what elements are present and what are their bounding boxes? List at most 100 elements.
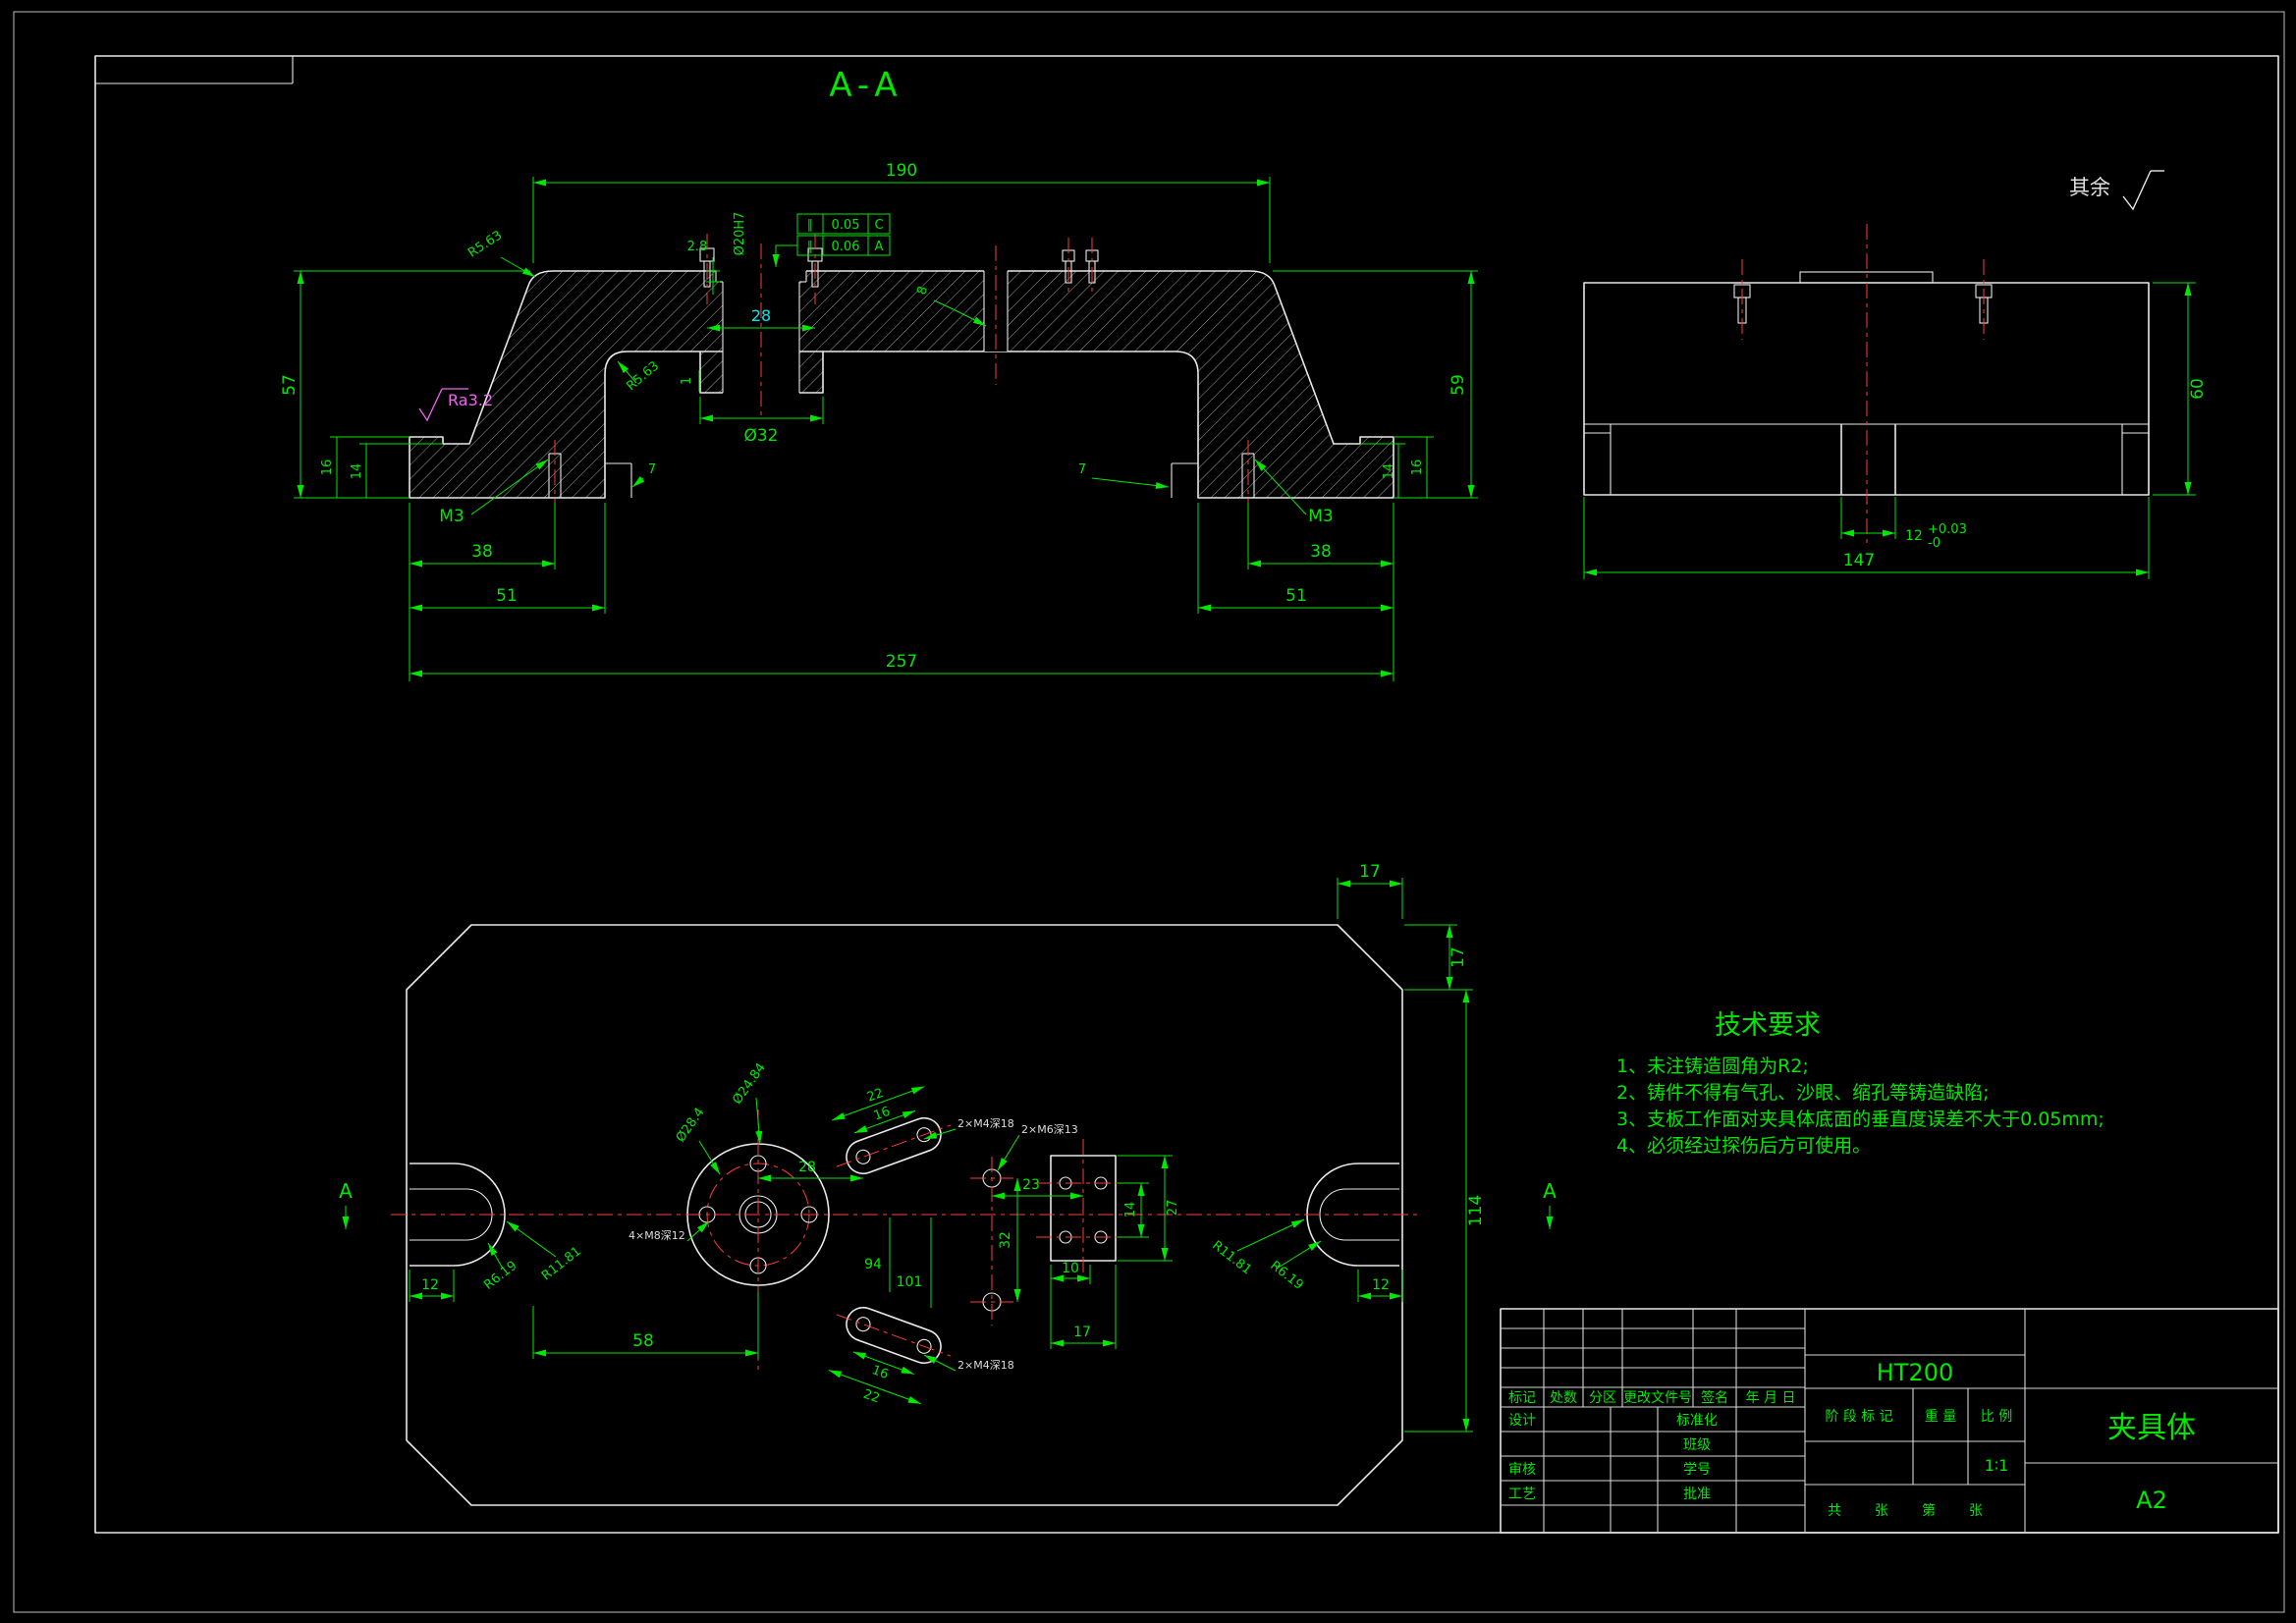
tb-part-name: 夹具体 bbox=[2107, 1411, 2196, 1445]
title-block: 标记 处数 分区 更改文件号 签名 年 月 日 设计 标准化 班级 审核 学号 … bbox=[1500, 1308, 2279, 1534]
tb-check-label: 审核 bbox=[1508, 1462, 1536, 1478]
roughness-ra32: Ra3.2 bbox=[418, 388, 493, 422]
dim-16-slot-bottom: 16 bbox=[870, 1363, 891, 1382]
top-centerlines bbox=[391, 1109, 1422, 1370]
tb-craft-label: 工艺 bbox=[1508, 1487, 1536, 1502]
dim-57: 57 bbox=[280, 374, 300, 396]
section-centerlines bbox=[554, 234, 1249, 533]
tech-req-item-1: 1、未注铸造圆角为R2; bbox=[1616, 1055, 1809, 1077]
section-marker-left: A bbox=[339, 1179, 353, 1203]
dim-14-left: 14 bbox=[350, 463, 364, 480]
tb-rev-file: 更改文件号 bbox=[1623, 1390, 1692, 1406]
dim-58: 58 bbox=[632, 1331, 654, 1351]
tb-scale-label: 比 例 bbox=[1981, 1409, 2012, 1425]
dim-12-left: 12 bbox=[421, 1277, 439, 1293]
dim-2-8: 2.8 bbox=[687, 240, 708, 254]
tb-rev-sign: 签名 bbox=[1701, 1389, 1728, 1406]
dim-60: 60 bbox=[2188, 378, 2208, 400]
tol2-value: 0.06 bbox=[832, 240, 860, 254]
dim-r619-left: R6.19 bbox=[481, 1259, 519, 1293]
dim-14-right: 14 bbox=[1382, 463, 1396, 480]
dim-94: 94 bbox=[864, 1257, 882, 1272]
dim-7-right: 7 bbox=[1078, 462, 1086, 477]
tb-weight-label: 重 量 bbox=[1925, 1409, 1956, 1425]
dim-16-right: 16 bbox=[1410, 460, 1425, 476]
tb-design-label: 设计 bbox=[1508, 1413, 1536, 1429]
dim-27-plate: 27 bbox=[1166, 1200, 1180, 1217]
dim-17-top: 17 bbox=[1359, 862, 1381, 882]
section-view: A-A bbox=[280, 66, 1478, 681]
dim-22-slot-top: 22 bbox=[865, 1086, 886, 1106]
tech-req-item-3: 3、支板工作面对夹具体底面的垂直度误差不大于0.05mm; bbox=[1616, 1109, 2105, 1130]
rest-roughness-note: 其余 bbox=[2069, 170, 2164, 211]
section-marker-right: A bbox=[1543, 1179, 1557, 1203]
dim-12-lower-tol: -0 bbox=[1928, 536, 1941, 551]
section-title: A-A bbox=[829, 66, 902, 105]
dim-38-right: 38 bbox=[1310, 542, 1332, 562]
dim-r1181-right: R11.81 bbox=[1209, 1238, 1254, 1277]
roughness-basic-icon bbox=[2122, 170, 2152, 211]
side-view: 60 12 +0.03 -0 147 bbox=[1583, 224, 2208, 579]
dim-m3-right: M3 bbox=[1308, 507, 1333, 526]
label-2xm4-bottom: 2×M4深18 bbox=[957, 1359, 1014, 1372]
dim-22-slot-bottom: 22 bbox=[861, 1387, 882, 1407]
dim-16-left: 16 bbox=[320, 460, 335, 476]
dim-7-left: 7 bbox=[648, 462, 656, 477]
dim-dia20h7: Ø20H7 bbox=[733, 212, 747, 256]
tb-rev-mark: 标记 bbox=[1508, 1390, 1536, 1406]
dim-114: 114 bbox=[1466, 1195, 1486, 1226]
section-body bbox=[410, 271, 1394, 498]
dim-m3-left: M3 bbox=[439, 507, 464, 526]
top-dim-lines bbox=[342, 878, 1554, 1433]
dim-17-right: 17 bbox=[1449, 947, 1468, 968]
tech-req-item-2: 2、铸件不得有气孔、沙眼、缩孔等铸造缺陷; bbox=[1616, 1082, 1990, 1104]
dim-12: 12 bbox=[1905, 528, 1923, 544]
tb-sheet2-label: 张 bbox=[1969, 1503, 1983, 1519]
tb-stage-label: 阶 段 标 记 bbox=[1825, 1409, 1892, 1425]
dim-10: 10 bbox=[1062, 1261, 1079, 1276]
tb-rev-date: 年 月 日 bbox=[1746, 1390, 1796, 1406]
tb-sheets-label: 张 bbox=[1875, 1503, 1888, 1519]
center-bore bbox=[715, 271, 807, 393]
tb-rev-count: 处数 bbox=[1550, 1390, 1577, 1406]
tol2-datum: A bbox=[875, 240, 884, 254]
tol2-symbol: ∥ bbox=[807, 240, 814, 254]
tb-standard-label: 标准化 bbox=[1676, 1413, 1718, 1429]
tb-scale-value: 1∶1 bbox=[1985, 1456, 2009, 1475]
roughness-icon bbox=[418, 388, 443, 422]
tb-approve-label: 批准 bbox=[1683, 1487, 1711, 1502]
tech-req-title: 技术要求 bbox=[1715, 1010, 1821, 1041]
rest-note-label: 其余 bbox=[2069, 176, 2110, 199]
dim-38-left: 38 bbox=[471, 542, 493, 562]
label-4xm8: 4×M8深12 bbox=[629, 1229, 685, 1242]
tol1-datum: C bbox=[874, 218, 883, 233]
dim-17-bottom: 17 bbox=[1073, 1325, 1091, 1340]
technical-requirements: 技术要求 1、未注铸造圆角为R2; 2、铸件不得有气孔、沙眼、缩孔等铸造缺陷; … bbox=[1616, 1010, 2105, 1157]
tb-sheet-size: A2 bbox=[2136, 1487, 2167, 1514]
dim-r563-inner: R5.63 bbox=[624, 358, 662, 394]
dim-257: 257 bbox=[886, 652, 917, 672]
top-view: 16 22 16 22 bbox=[339, 862, 1557, 1506]
dim-190: 190 bbox=[886, 161, 917, 181]
dim-r563-outer: R5.63 bbox=[465, 228, 505, 260]
dim-101: 101 bbox=[897, 1274, 923, 1290]
dim-dia2484: Ø24.84 bbox=[730, 1060, 769, 1107]
small-hole bbox=[983, 271, 1009, 352]
tb-material: HT200 bbox=[1877, 1359, 1954, 1386]
section-dim-lines bbox=[294, 177, 1478, 681]
dim-147: 147 bbox=[1843, 551, 1875, 570]
dim-1: 1 bbox=[680, 377, 694, 385]
tech-req-item-4: 4、必须经过探伤后方可使用。 bbox=[1616, 1135, 1871, 1157]
dim-32: 32 bbox=[998, 1231, 1013, 1249]
dim-59: 59 bbox=[1449, 374, 1468, 396]
dim-28-cyan: 28 bbox=[751, 306, 771, 325]
slot-top: 16 22 bbox=[832, 1086, 952, 1175]
drawing-frame bbox=[13, 11, 2285, 1613]
side-dim-lines bbox=[1583, 282, 2196, 579]
tb-no-label: 第 bbox=[1922, 1502, 1936, 1519]
tb-rev-zone: 分区 bbox=[1589, 1390, 1616, 1406]
slot-bottom: 16 22 bbox=[828, 1306, 952, 1407]
dim-12-right: 12 bbox=[1372, 1277, 1390, 1293]
